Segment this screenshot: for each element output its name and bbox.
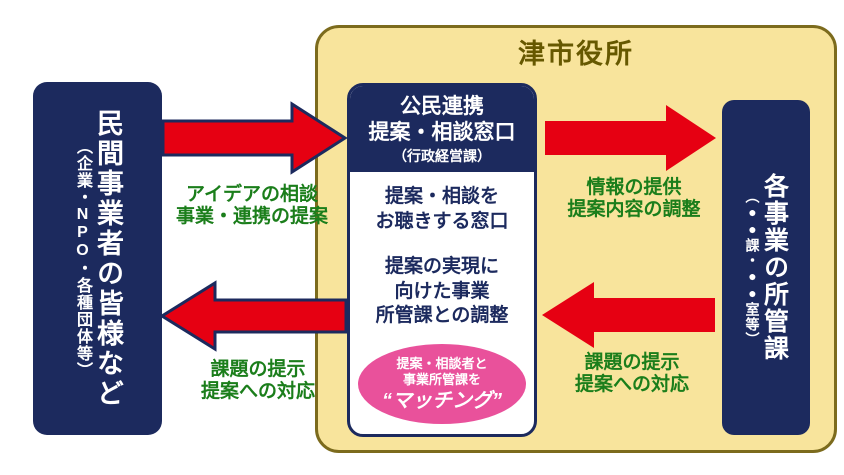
consultation-window-header: 公民連携 提案・相談窓口 （行政経営課）	[350, 86, 534, 172]
private-sector-main-label: 民間事業者の皆様など	[93, 108, 123, 409]
private-sector-box: （企業・NPO・各種団体等） 民間事業者の皆様など	[33, 82, 162, 435]
city-hall-title: 津市役所	[518, 39, 634, 69]
flow-label-private-to-window: アイデアの相談 事業・連携の提案	[175, 184, 328, 228]
arrow-shape	[159, 280, 348, 352]
department-box: （●●課・●●室等） 各事業の所管課	[722, 100, 810, 435]
window-header-line3: （行政経営課）	[393, 147, 491, 164]
consultation-window-box: 公民連携 提案・相談窓口 （行政経営課） 提案・相談を お聴きする窓口 提案の実…	[347, 83, 537, 437]
flow-label-window-to-department: 情報の提供 提案内容の調整	[567, 177, 701, 221]
private-sector-sub-label: （企業・NPO・各種団体等）	[74, 138, 91, 379]
window-header-line2: 提案・相談窓口	[368, 121, 516, 145]
arrow-department-to-window-icon	[542, 282, 715, 348]
matching-ellipse: 提案・相談者と 事業所管課を “マッチング”	[358, 344, 526, 424]
window-role-listening: 提案・相談を お聴きする窓口	[375, 186, 509, 232]
matching-line1: 提案・相談者と	[396, 355, 488, 371]
department-sub-label: （●●課・●●室等）	[744, 188, 761, 347]
arrow-window-to-department-icon	[545, 105, 716, 171]
arrow-window-to-private-icon	[159, 280, 348, 352]
window-header-line1: 公民連携	[400, 95, 484, 118]
arrow-shape	[542, 282, 715, 348]
flow-label-window-to-private: 課題の提示 提案への対応	[200, 359, 315, 403]
window-role-coordination: 提案の実現に 向けた事業 所管課との調整	[375, 256, 509, 327]
arrow-private-to-window-icon	[161, 101, 348, 175]
flow-label-department-to-window: 課題の提示 提案への対応	[574, 352, 689, 396]
department-main-label: 各事業の所管課	[760, 173, 789, 362]
arrow-shape	[545, 105, 716, 171]
arrow-shape	[161, 101, 348, 175]
matching-line3: “マッチング”	[382, 390, 502, 413]
matching-line2: 事業所管課を	[402, 372, 481, 387]
